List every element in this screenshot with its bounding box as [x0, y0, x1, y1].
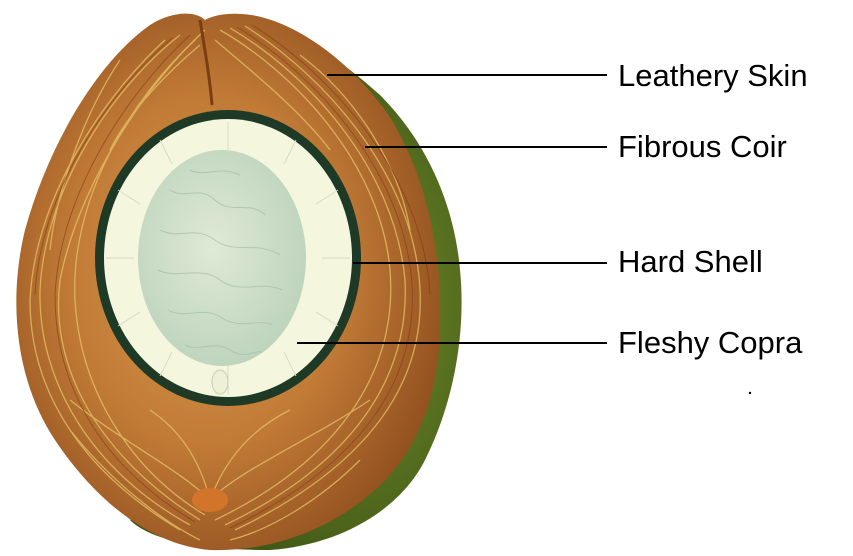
label-leathery-skin: Leathery Skin: [618, 58, 808, 94]
copra-inner: [138, 150, 306, 366]
stem-base: [192, 488, 228, 512]
label-fibrous-coir: Fibrous Coir: [618, 129, 787, 165]
label-hard-shell: Hard Shell: [618, 244, 763, 280]
stray-dot: [749, 392, 751, 394]
germ-pore: [212, 370, 228, 394]
label-fleshy-copra: Fleshy Copra: [618, 325, 802, 361]
